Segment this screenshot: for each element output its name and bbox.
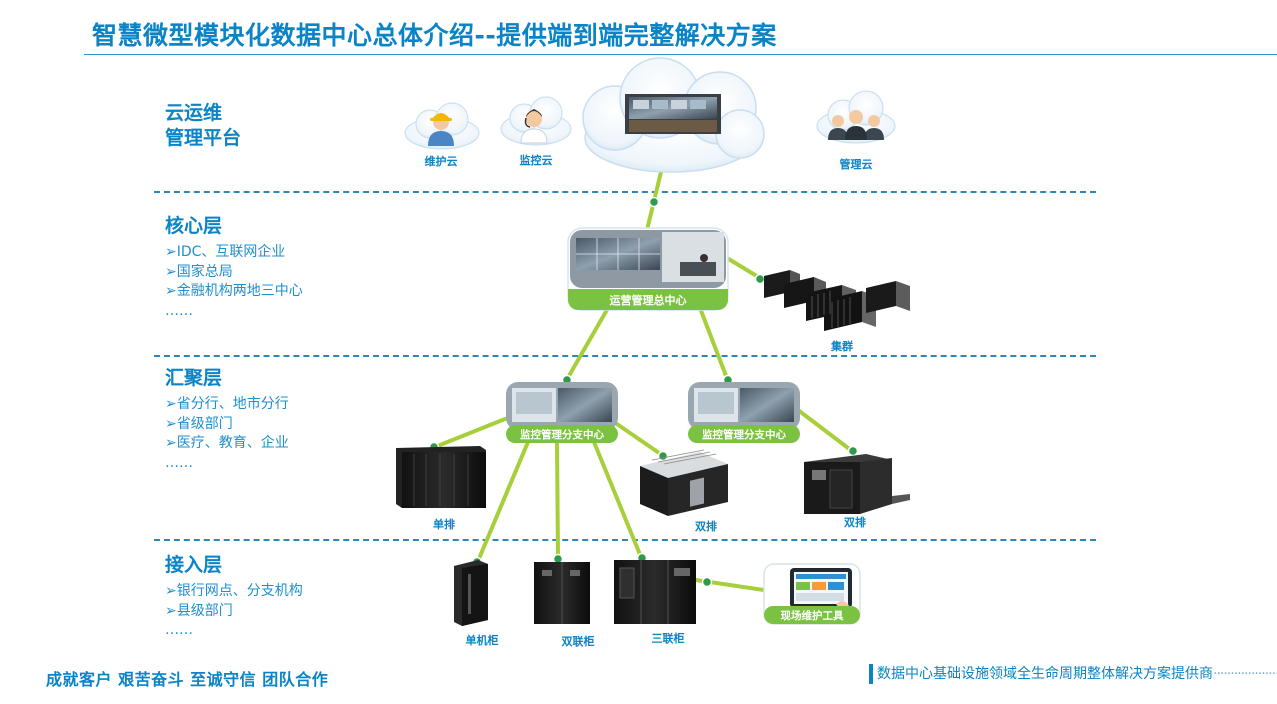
link-left-triple-cabinet bbox=[592, 440, 643, 559]
link-left-single-cabinet bbox=[476, 440, 530, 563]
divider-core-aggregation bbox=[154, 355, 1096, 357]
layer-core-item: ➢国家总局 bbox=[165, 263, 233, 280]
layer-cloud: 云运维 管理平台 bbox=[165, 101, 241, 151]
operator-headset-icon bbox=[520, 109, 548, 144]
cloud-management: 管理云 bbox=[816, 90, 896, 171]
layer-aggregation-name: 汇聚层 bbox=[165, 367, 223, 389]
maintenance-cloud-label: 维护云 bbox=[425, 154, 458, 168]
layer-access-item: ➢银行网点、分支机构 bbox=[165, 583, 303, 599]
triple-cabinet: 三联柜 bbox=[614, 560, 696, 645]
layer-aggregation-item: ➢省分行、地市分行 bbox=[165, 396, 289, 412]
triple-cabinet-icon bbox=[614, 560, 696, 624]
single-cabinet: 单机柜 bbox=[454, 560, 499, 647]
double-row-cabinet-icon bbox=[640, 449, 728, 516]
layer-core: 核心层 ➢IDC、互联网企业 ➢国家总局 ➢金融机构两地三中心 …… bbox=[165, 214, 303, 321]
field-tool-label-bar bbox=[764, 606, 860, 624]
branch-center-right: 监控管理分支中心 bbox=[688, 382, 800, 443]
monitoring-cloud-label: 监控云 bbox=[520, 153, 553, 167]
link-node bbox=[754, 273, 766, 285]
headquarters-label: 运营管理总中心 bbox=[610, 293, 687, 307]
single-cabinet-label: 单机柜 bbox=[466, 633, 499, 647]
layer-access-item: …… bbox=[165, 622, 193, 638]
company-tagline: 数据中心基础设施领域全生命周期整体解决方案提供商················… bbox=[869, 664, 1277, 684]
single-cabinet-icon bbox=[454, 560, 488, 626]
branch-right-label-bar bbox=[688, 425, 800, 443]
double-cabinet-icon bbox=[534, 562, 590, 624]
layer-core-item: ➢IDC、互联网企业 bbox=[165, 244, 286, 260]
company-slogan: 成就客户 艰苦奋斗 至诚守信 团队合作 bbox=[46, 670, 329, 689]
link-node bbox=[847, 445, 859, 457]
server-rack-icon bbox=[764, 270, 910, 331]
link-core-branch-left bbox=[564, 306, 610, 383]
triple-cabinet-label: 三联柜 bbox=[652, 631, 685, 645]
cluster-label: 集群 bbox=[830, 339, 853, 353]
branch-left-label: 监控管理分支中心 bbox=[520, 428, 604, 441]
link-core-cluster bbox=[725, 256, 762, 280]
layer-access-item: ➢县级部门 bbox=[165, 602, 233, 619]
link-right-double-row bbox=[796, 408, 854, 453]
layer-aggregation-item: ➢医疗、教育、企业 bbox=[165, 435, 289, 451]
double-row-right-label: 双排 bbox=[844, 515, 866, 529]
double-row-module-right: 双排 bbox=[804, 454, 910, 529]
layer-aggregation-item: …… bbox=[165, 454, 193, 471]
link-node bbox=[657, 450, 669, 462]
double-cabinet: 双联柜 bbox=[534, 562, 595, 648]
tagline-dotted-leader: ························· bbox=[1213, 666, 1277, 682]
double-cabinet-label: 双联柜 bbox=[562, 634, 595, 648]
layer-core-items: ➢IDC、互联网企业 ➢国家总局 ➢金融机构两地三中心 …… bbox=[165, 243, 303, 321]
video-wall-grid-icon bbox=[576, 238, 660, 270]
server-cluster: 集群 bbox=[764, 270, 910, 353]
link-node bbox=[648, 196, 660, 208]
layer-aggregation: 汇聚层 ➢省分行、地市分行 ➢省级部门 ➢医疗、教育、企业 …… bbox=[165, 366, 289, 473]
double-row-middle-label: 双排 bbox=[695, 519, 717, 533]
single-row-module: 单排 bbox=[396, 446, 486, 531]
layer-core-item: …… bbox=[165, 302, 193, 319]
company-tagline-text: 数据中心基础设施领域全生命周期整体解决方案提供商 bbox=[877, 666, 1213, 682]
cloud-operations-center bbox=[582, 57, 765, 173]
layer-access: 接入层 ➢银行网点、分支机构 ➢县级部门 …… bbox=[165, 553, 303, 641]
tablet-icon bbox=[790, 568, 852, 612]
double-row-cabinet-icon bbox=[804, 454, 910, 514]
managers-group-icon bbox=[828, 110, 884, 140]
link-node bbox=[701, 576, 713, 588]
single-row-cabinet-icon bbox=[396, 446, 486, 508]
layer-cloud-name: 云运维 管理平台 bbox=[165, 101, 241, 151]
layer-core-name: 核心层 bbox=[165, 215, 223, 237]
layer-cloud-name-line1: 云运维 bbox=[165, 102, 223, 124]
double-row-module-middle: 双排 bbox=[640, 449, 728, 533]
branch-center-left: 监控管理分支中心 bbox=[506, 382, 618, 443]
layer-aggregation-items: ➢省分行、地市分行 ➢省级部门 ➢医疗、教育、企业 …… bbox=[165, 395, 289, 473]
branch-left-label-bar bbox=[506, 425, 618, 443]
link-core-branch-right bbox=[698, 306, 730, 383]
engineer-avatar-icon bbox=[428, 113, 454, 146]
layer-aggregation-item: ➢省级部门 bbox=[165, 415, 233, 432]
operations-headquarters: 运营管理总中心 bbox=[567, 227, 729, 311]
link-left-single-row bbox=[433, 417, 507, 449]
layer-access-items: ➢银行网点、分支机构 ➢县级部门 …… bbox=[165, 582, 303, 641]
field-tool-label: 现场维护工具 bbox=[781, 609, 844, 622]
field-maintenance-tool: 现场维护工具 bbox=[763, 563, 861, 625]
cloud-maintenance: 维护云 bbox=[404, 102, 480, 168]
divider-cloud-core bbox=[154, 191, 1096, 193]
branch-right-label: 监控管理分支中心 bbox=[702, 428, 786, 441]
cloud-monitoring: 监控云 bbox=[500, 96, 572, 167]
single-row-label: 单排 bbox=[433, 517, 455, 531]
management-cloud-label: 管理云 bbox=[840, 157, 873, 171]
control-room-image bbox=[625, 94, 721, 134]
link-left-double-cabinet bbox=[555, 440, 560, 560]
divider-aggregation-access bbox=[154, 539, 1096, 541]
link-left-double-row bbox=[612, 420, 664, 457]
layer-core-item: ➢金融机构两地三中心 bbox=[165, 283, 303, 299]
title-underline bbox=[84, 54, 1277, 55]
layer-cloud-name-line2: 管理平台 bbox=[165, 127, 242, 149]
page-title: 智慧微型模块化数据中心总体介绍--提供端到端完整解决方案 bbox=[92, 21, 777, 50]
layer-access-name: 接入层 bbox=[165, 554, 223, 576]
